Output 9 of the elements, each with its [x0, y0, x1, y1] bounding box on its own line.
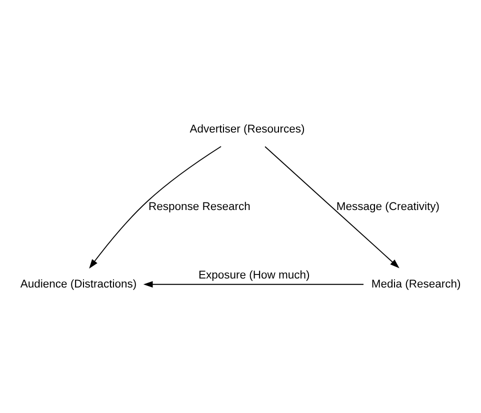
node-text: Advertiser (Resources)	[190, 123, 305, 136]
arrow	[264, 146, 400, 268]
edge-label: Exposure (How much)	[198, 268, 310, 281]
arrow	[143, 280, 364, 288]
arrow	[89, 146, 222, 268]
node-text: Audience (Distractions)	[20, 278, 137, 290]
node-text: Media (Research)	[371, 278, 461, 290]
edge-label: Response Research	[148, 200, 250, 212]
edge-label: Message (Creativity)	[336, 200, 440, 212]
